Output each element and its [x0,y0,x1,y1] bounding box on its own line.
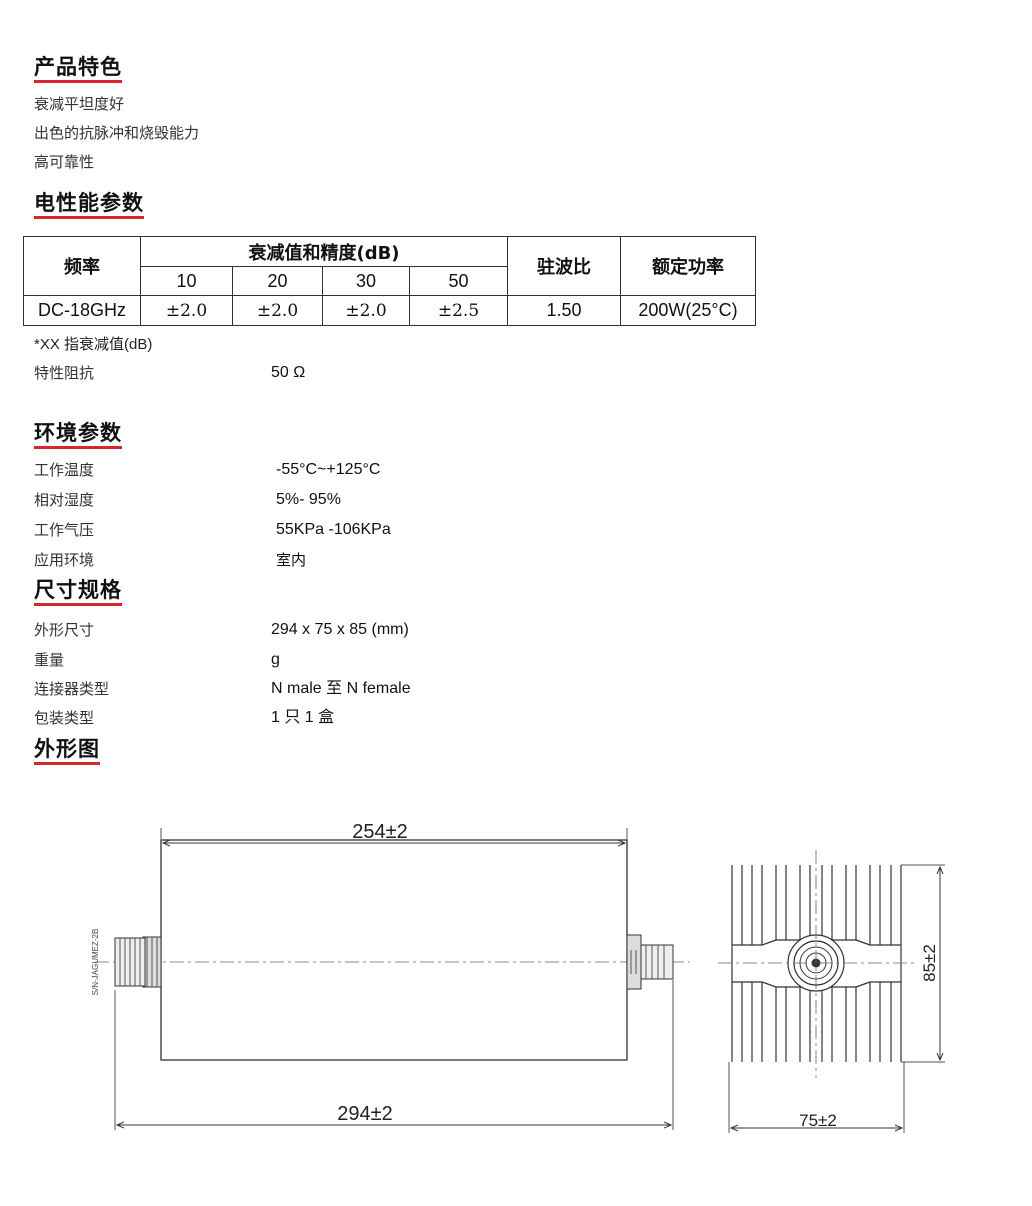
atten-value: 30 [322,266,410,296]
features-heading: 产品特色 [34,54,122,83]
impedance-value: 50 Ω [271,364,306,381]
freq-header: 频率 [23,236,141,296]
outline-drawing: 254±2 S/N-JAGUMEZ-2B [91,821,945,1133]
power-value: 200W(25°C) [620,295,756,326]
atten-header: 衰减值和精度(dB) [140,236,508,267]
outline-heading: 外形图 [34,736,100,765]
end-view: 85±2 75±2 [718,850,945,1133]
height-label: 85±2 [920,944,939,982]
env-label: 相对湿度 [34,491,95,509]
freq-value: DC-18GHz [23,295,141,326]
dim-label: 包装类型 [34,709,95,727]
dim-value: 294 x 75 x 85 (mm) [271,621,409,638]
n-male-connector [114,936,162,988]
atten-value: 10 [140,266,233,296]
dim-label: 重量 [34,651,65,669]
feature-item: 高可靠性 [34,153,95,171]
attenuator-body [160,839,628,1061]
dim-label: 外形尺寸 [34,621,95,639]
electrical-spec-table: 频率 衰减值和精度(dB) 驻波比 额定功率 10 20 30 50 DC-18… [23,236,756,326]
env-value: -55°C~+125°C [276,461,381,478]
electrical-heading: 电性能参数 [34,190,144,219]
side-view: 254±2 S/N-JAGUMEZ-2B [91,821,690,1130]
accuracy-value: ±2.0 [232,295,323,326]
feature-item: 衰减平坦度好 [34,95,125,113]
env-value: 室内 [276,551,307,569]
dim-value: N male 至 N female [271,680,411,697]
env-label: 应用环境 [34,551,95,569]
heat-sink-fins [731,865,902,1062]
env-value: 5%- 95% [276,491,341,508]
impedance-label: 特性阻抗 [34,364,95,382]
environment-heading: 环境参数 [34,420,122,449]
width-label: 75±2 [799,1111,837,1130]
connector-label: S/N-JAGUMEZ-2B [91,929,100,996]
dim-value: g [271,651,280,668]
env-label: 工作气压 [34,521,95,539]
power-header: 额定功率 [620,236,756,296]
body-length-label: 254±2 [352,821,407,843]
accuracy-value: ±2.0 [322,295,410,326]
accuracy-value: ±2.0 [140,295,233,326]
env-value: 55KPa -106KPa [276,521,391,538]
dim-value: 1 只 1 盒 [271,709,335,726]
vswr-header: 驻波比 [507,236,621,296]
dimensions-heading: 尺寸规格 [34,577,122,606]
atten-value: 50 [409,266,508,296]
vswr-value: 1.50 [507,295,621,326]
env-label: 工作温度 [34,461,95,479]
n-female-connector [626,934,674,990]
accuracy-value: ±2.5 [409,295,508,326]
attenuation-note: *XX 指衰减值(dB) [34,336,153,353]
dim-label: 连接器类型 [34,680,110,698]
atten-value: 20 [232,266,323,296]
feature-item: 出色的抗脉冲和烧毁能力 [34,124,200,142]
total-length-label: 294±2 [337,1103,392,1125]
